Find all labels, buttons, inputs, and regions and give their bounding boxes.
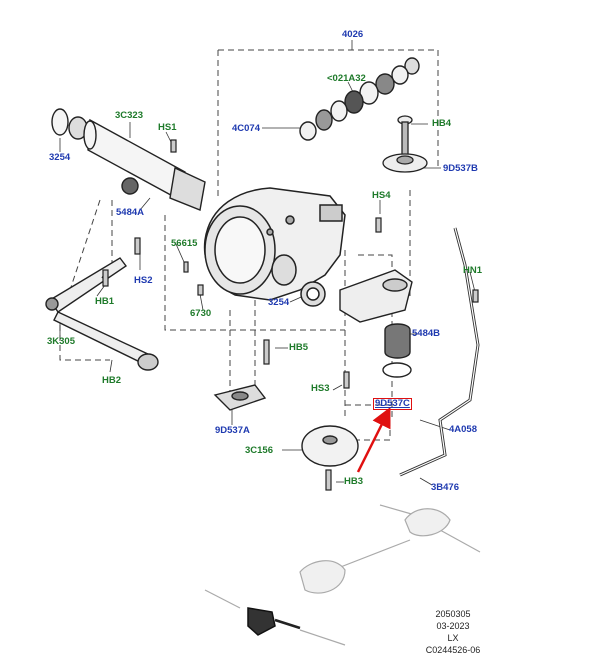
differential-housing xyxy=(203,187,346,307)
label-021A32: <021A32 xyxy=(327,73,366,84)
label-9D537A: 9D537A xyxy=(215,425,250,436)
assembly-guide-lines xyxy=(59,49,439,441)
label-6730: 6730 xyxy=(190,308,212,319)
label-9D537C-highlighted[interactable]: 9D537C xyxy=(373,398,412,410)
leader-lines xyxy=(59,40,476,486)
label-3254-left: 3254 xyxy=(49,152,71,163)
vehicle-driveline-overview xyxy=(204,504,481,646)
label-HB3: HB3 xyxy=(344,476,364,487)
label-3254-mid: 3254 xyxy=(268,297,290,308)
reference-model: LX xyxy=(447,633,459,643)
reference-illustration-id: C0244526-06 xyxy=(425,645,481,655)
label-9D537B: 9D537B xyxy=(443,163,478,174)
label-HB1: HB1 xyxy=(95,296,115,307)
label-4A058: 4A058 xyxy=(449,424,477,435)
label-5484B: 5484B xyxy=(412,328,440,339)
label-3C323: 3C323 xyxy=(115,110,143,121)
label-3B476: 3B476 xyxy=(431,482,459,493)
bearing-kit-parts xyxy=(299,57,420,141)
highlight-arrow xyxy=(356,407,391,473)
lower-mount-part xyxy=(213,384,267,411)
reference-code: 2050305 xyxy=(435,609,471,619)
label-3K305: 3K305 xyxy=(47,336,75,347)
label-56615: 56615 xyxy=(171,238,198,249)
label-5484A: 5484A xyxy=(116,207,144,218)
vent-hose-core xyxy=(399,227,479,476)
highlighted-differential-overview xyxy=(247,607,301,636)
reference-date: 03-2023 xyxy=(436,621,470,631)
label-HB2: HB2 xyxy=(102,375,122,386)
axle-tube-part xyxy=(51,108,206,211)
label-HB4: HB4 xyxy=(432,118,452,129)
label-HS3: HS3 xyxy=(311,383,330,394)
mount-bracket-part xyxy=(339,269,413,378)
label-4C074: 4C074 xyxy=(232,123,260,134)
mount-disc-part xyxy=(301,425,359,467)
label-4026: 4026 xyxy=(342,29,364,40)
label-HN1: HN1 xyxy=(463,265,483,276)
upper-mount-parts xyxy=(382,115,428,173)
label-HS1: HS1 xyxy=(158,122,177,133)
label-3C156: 3C156 xyxy=(245,445,273,456)
fastener-parts xyxy=(102,139,479,491)
label-HB5: HB5 xyxy=(289,342,309,353)
diagram-reference-block: 2050305 03-2023 LX C0244526-06 xyxy=(418,608,488,656)
label-HS4: HS4 xyxy=(372,190,391,201)
label-HS2: HS2 xyxy=(134,275,153,286)
